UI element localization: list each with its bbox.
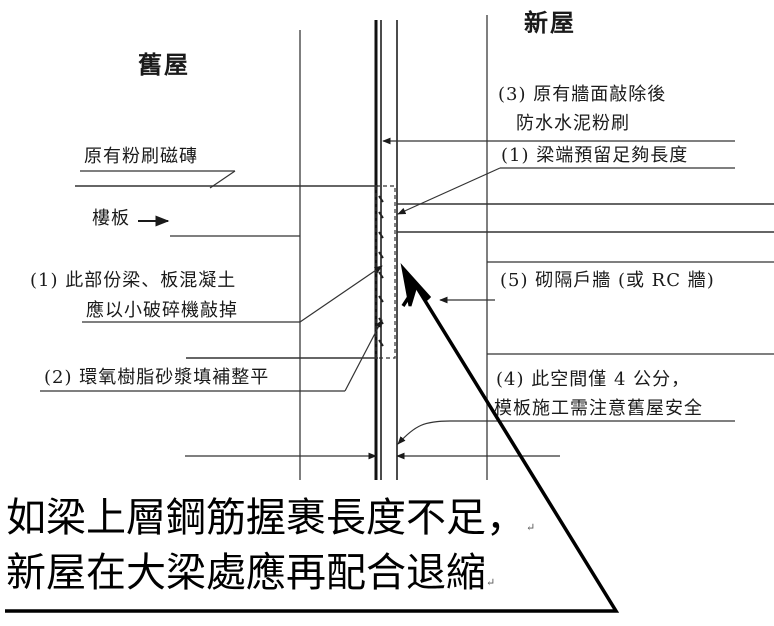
step4-label-line1: (4) 此空間僅 4 公分，	[496, 369, 691, 390]
caption-line2-mark: ↵	[486, 576, 496, 589]
step2-label: (2) 環氧樹脂砂漿填補整平	[44, 367, 270, 388]
step1-left-label-line1: (1) 此部份梁、板混凝土	[30, 270, 237, 291]
caption-line1-text: 如梁上層鋼筋握裹長度不足，	[6, 495, 526, 541]
step4-label-line2: 模板施工需注意舊屋安全	[494, 398, 703, 419]
tiles-leader-diagonal	[209, 170, 236, 189]
caption-underline	[5, 285, 620, 613]
step5-label: (5) 砌隔戶牆 (或 RC 牆)	[500, 270, 715, 291]
tiles-label: 原有粉刷磁磚	[84, 146, 198, 167]
step2-leader-d	[344, 319, 383, 392]
step1-top-leader-d	[397, 167, 501, 215]
step4-leader-curve	[397, 420, 451, 445]
caption-line1: 如梁上層鋼筋握裹長度不足，↵	[6, 485, 535, 543]
floor-slab-label: 樓板	[92, 208, 130, 229]
caption-arrow-wing-left	[401, 285, 418, 307]
caption-line2: 新屋在大梁處應再配合退縮↵	[6, 540, 495, 598]
step1-left-label-line2: 應以小破碎機敲掉	[86, 300, 238, 321]
step3-label-line1: (3) 原有牆面敲除後	[498, 84, 667, 105]
step3-label-line2: 防水水泥粉刷	[516, 113, 630, 134]
step1-top-label: (1) 梁端預留足夠長度	[501, 145, 689, 166]
old-house-header: 舊屋	[138, 50, 190, 79]
new-house-header: 新屋	[524, 8, 576, 37]
step1-left-leader-d	[299, 265, 383, 323]
caption-line2-text: 新屋在大梁處應再配合退縮	[6, 550, 486, 596]
cut-zone-dashed-box	[375, 185, 396, 359]
caption-arrow-wing-right	[414, 284, 430, 302]
caption-line1-mark: ↵	[526, 521, 536, 534]
